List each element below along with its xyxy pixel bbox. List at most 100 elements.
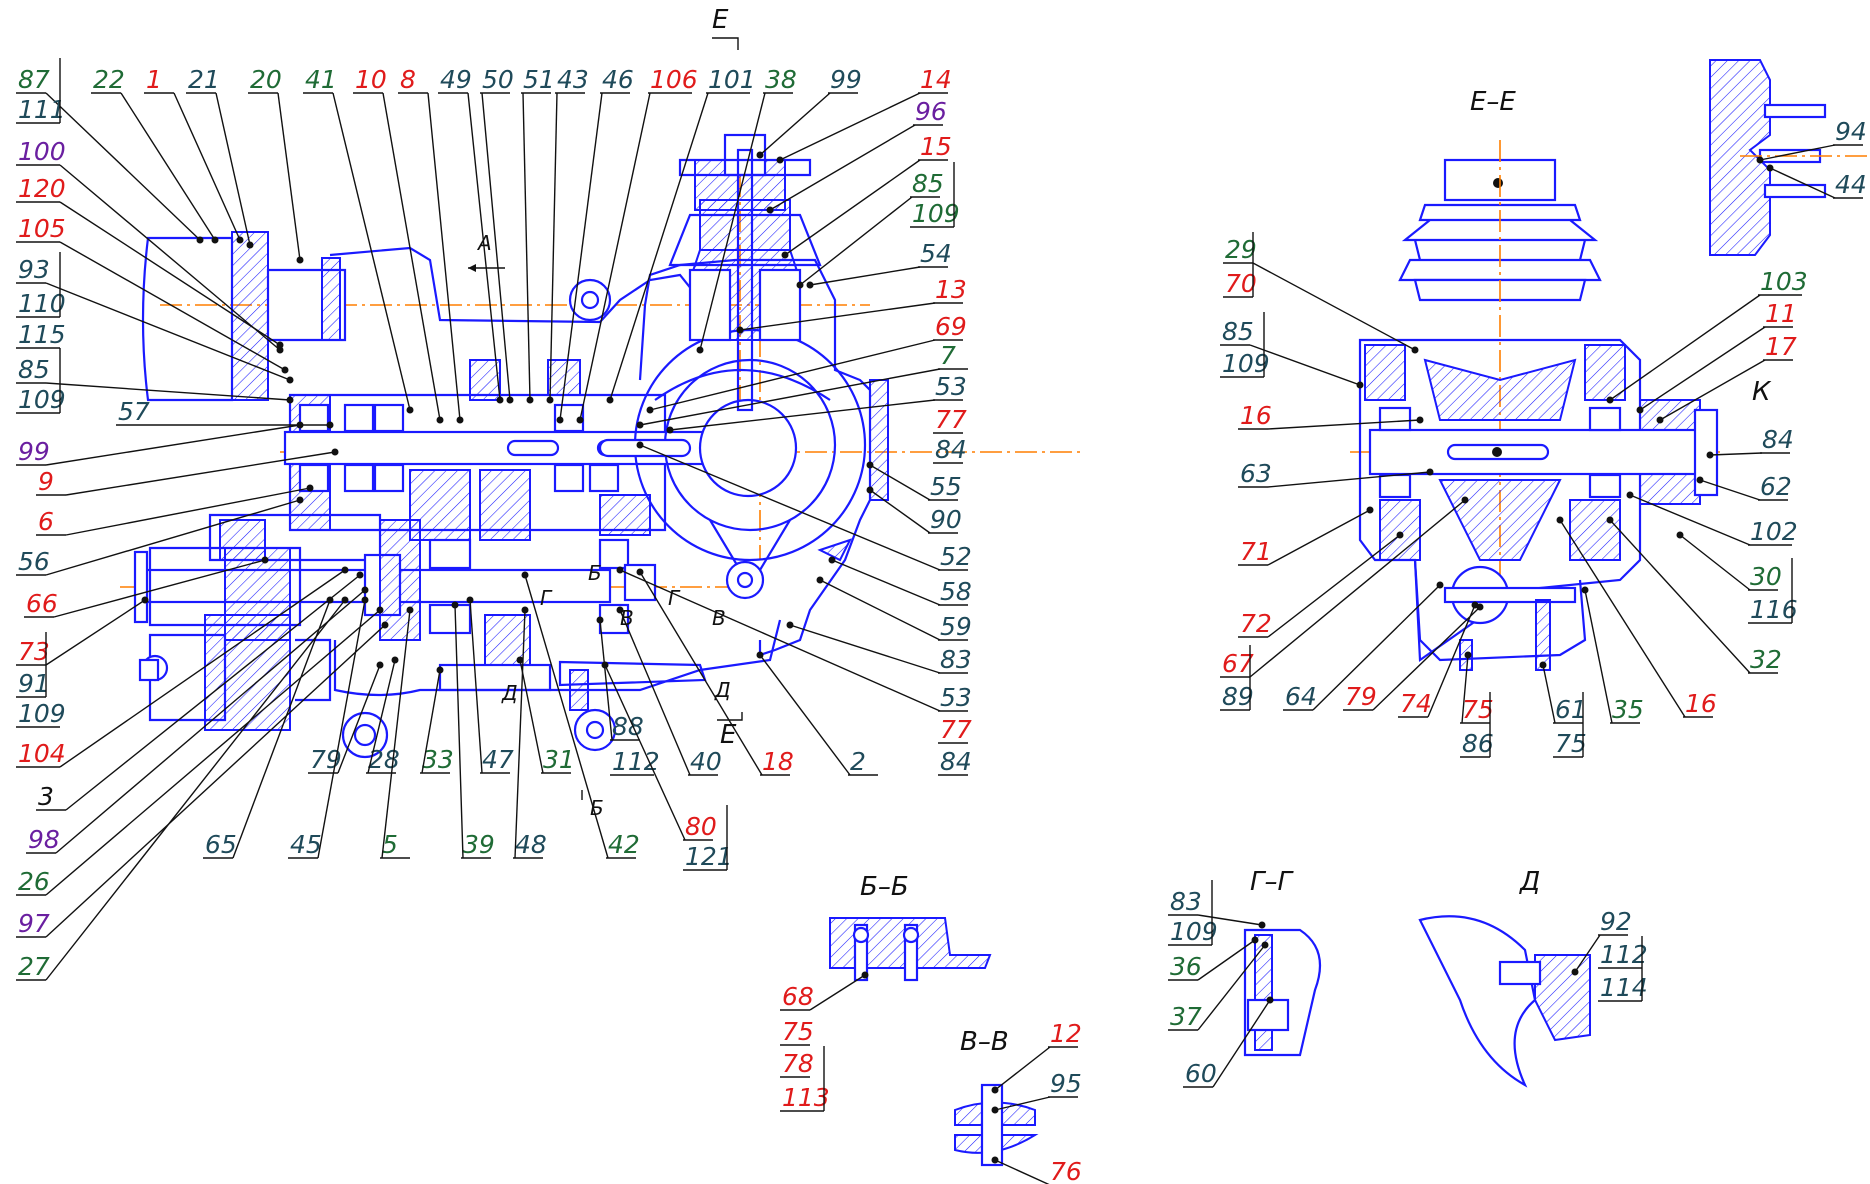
leader-line-54 bbox=[809, 266, 921, 286]
leader-dot-42 bbox=[521, 571, 529, 579]
callout-75c: 75 bbox=[782, 1017, 814, 1046]
leader-line-103 bbox=[1609, 294, 1761, 401]
leader-dot-31 bbox=[516, 656, 524, 664]
section-v-v-view: В–В bbox=[954, 1027, 1039, 1167]
callout-51: 51 bbox=[523, 65, 555, 94]
callout-44: 44 bbox=[1835, 170, 1867, 199]
callout-9: 9 bbox=[38, 467, 54, 496]
leader-dot-72 bbox=[1396, 531, 1404, 539]
callout-11: 11 bbox=[1765, 299, 1797, 328]
callout-61: 61 bbox=[1555, 695, 1587, 724]
callout-75a: 75 bbox=[1462, 695, 1494, 724]
leader-dot-35 bbox=[1581, 586, 1589, 594]
leader-dot-64 bbox=[1436, 581, 1444, 589]
callout-112a: 112 bbox=[612, 747, 660, 776]
leader-dot-9 bbox=[331, 448, 339, 456]
callout-79b: 79 bbox=[1345, 682, 1377, 711]
leader-dot-36 bbox=[1251, 936, 1259, 944]
leader-dot-97 bbox=[381, 621, 389, 629]
callout-109d: 109 bbox=[1222, 349, 1270, 378]
leader-line-72 bbox=[1267, 534, 1401, 638]
callout-75b: 75 bbox=[1555, 729, 1587, 758]
leader-dot-100 bbox=[276, 346, 284, 354]
callout-5: 5 bbox=[382, 830, 398, 859]
section-v-right-label: В bbox=[712, 606, 726, 630]
callout-13: 13 bbox=[935, 275, 967, 304]
leader-line-99b bbox=[45, 424, 301, 466]
callout-112b: 112 bbox=[1600, 940, 1648, 969]
bevel-gear-housing bbox=[638, 258, 872, 657]
leader-line-28 bbox=[367, 659, 396, 774]
leader-line-105 bbox=[59, 241, 286, 371]
callout-21: 21 bbox=[188, 65, 220, 94]
callout-56: 56 bbox=[18, 547, 50, 576]
leader-line-83a bbox=[789, 624, 941, 674]
callout-85a: 85 bbox=[912, 169, 944, 198]
leader-dot-51 bbox=[526, 396, 534, 404]
leader-line-14 bbox=[779, 92, 921, 161]
leader-line-10 bbox=[382, 92, 441, 421]
leader-dot-3 bbox=[356, 571, 364, 579]
callout-65: 65 bbox=[205, 830, 237, 859]
leader-line-60 bbox=[1212, 999, 1271, 1088]
callout-37: 37 bbox=[1170, 1002, 1202, 1031]
callout-101: 101 bbox=[708, 65, 756, 94]
section-v-v-title: В–В bbox=[960, 1027, 1009, 1057]
callout-121: 121 bbox=[685, 842, 733, 871]
leader-line-18 bbox=[639, 571, 763, 776]
section-d-right-label: Д bbox=[714, 678, 731, 702]
callout-39: 39 bbox=[463, 830, 495, 859]
callout-20: 20 bbox=[250, 65, 282, 94]
callout-103: 103 bbox=[1760, 267, 1808, 296]
leader-dot-52 bbox=[636, 441, 644, 449]
leader-dot-85b bbox=[286, 396, 294, 404]
leader-line-66 bbox=[53, 559, 266, 618]
callout-80: 80 bbox=[685, 812, 717, 841]
leader-dot-50 bbox=[506, 396, 514, 404]
leader-dot-1 bbox=[236, 236, 244, 244]
callout-63: 63 bbox=[1240, 459, 1272, 488]
leader-dot-53a bbox=[666, 426, 674, 434]
leader-line-16a bbox=[1267, 419, 1421, 430]
callout-33: 33 bbox=[422, 745, 454, 774]
callout-99a: 99 bbox=[830, 65, 862, 94]
section-d-left-label: Д bbox=[501, 681, 518, 705]
leader-line-83b bbox=[1197, 914, 1263, 926]
callout-17: 17 bbox=[1765, 332, 1797, 361]
leader-line-45 bbox=[317, 599, 366, 859]
callout-42: 42 bbox=[608, 830, 640, 859]
leader-dot-94 bbox=[1756, 156, 1764, 164]
leader-line-53b bbox=[619, 569, 941, 712]
callout-88: 88 bbox=[612, 712, 644, 741]
leader-line-37 bbox=[1197, 944, 1266, 1031]
callout-45: 45 bbox=[290, 830, 322, 859]
leader-line-42 bbox=[524, 574, 609, 859]
callout-90: 90 bbox=[930, 505, 962, 534]
leader-line-100 bbox=[59, 164, 281, 351]
section-g-g-title: Г–Г bbox=[1250, 867, 1294, 897]
leader-line-2 bbox=[759, 654, 851, 776]
leader-dot-66 bbox=[261, 556, 269, 564]
leader-line-3 bbox=[65, 574, 361, 811]
callout-111: 111 bbox=[18, 95, 66, 124]
leader-line-85b bbox=[45, 382, 291, 401]
leader-dot-44 bbox=[1766, 164, 1774, 172]
leader-dot-47 bbox=[466, 596, 474, 604]
section-e-e-view: Е–Е bbox=[1350, 87, 1720, 671]
leader-dot-85a bbox=[796, 281, 804, 289]
callout-94: 94 bbox=[1835, 117, 1867, 146]
section-v-left-label: В bbox=[620, 606, 634, 630]
callout-106: 106 bbox=[650, 65, 698, 94]
callout-110: 110 bbox=[18, 289, 66, 318]
callout-95: 95 bbox=[1050, 1069, 1082, 1098]
leader-line-69 bbox=[649, 339, 936, 411]
callout-99b: 99 bbox=[18, 437, 50, 466]
leader-dot-58 bbox=[828, 556, 836, 564]
leader-dot-99a bbox=[756, 151, 764, 159]
leader-line-88 bbox=[599, 619, 613, 741]
leader-dot-40 bbox=[616, 606, 624, 614]
leader-line-50 bbox=[481, 92, 511, 401]
callout-87: 87 bbox=[18, 65, 50, 94]
